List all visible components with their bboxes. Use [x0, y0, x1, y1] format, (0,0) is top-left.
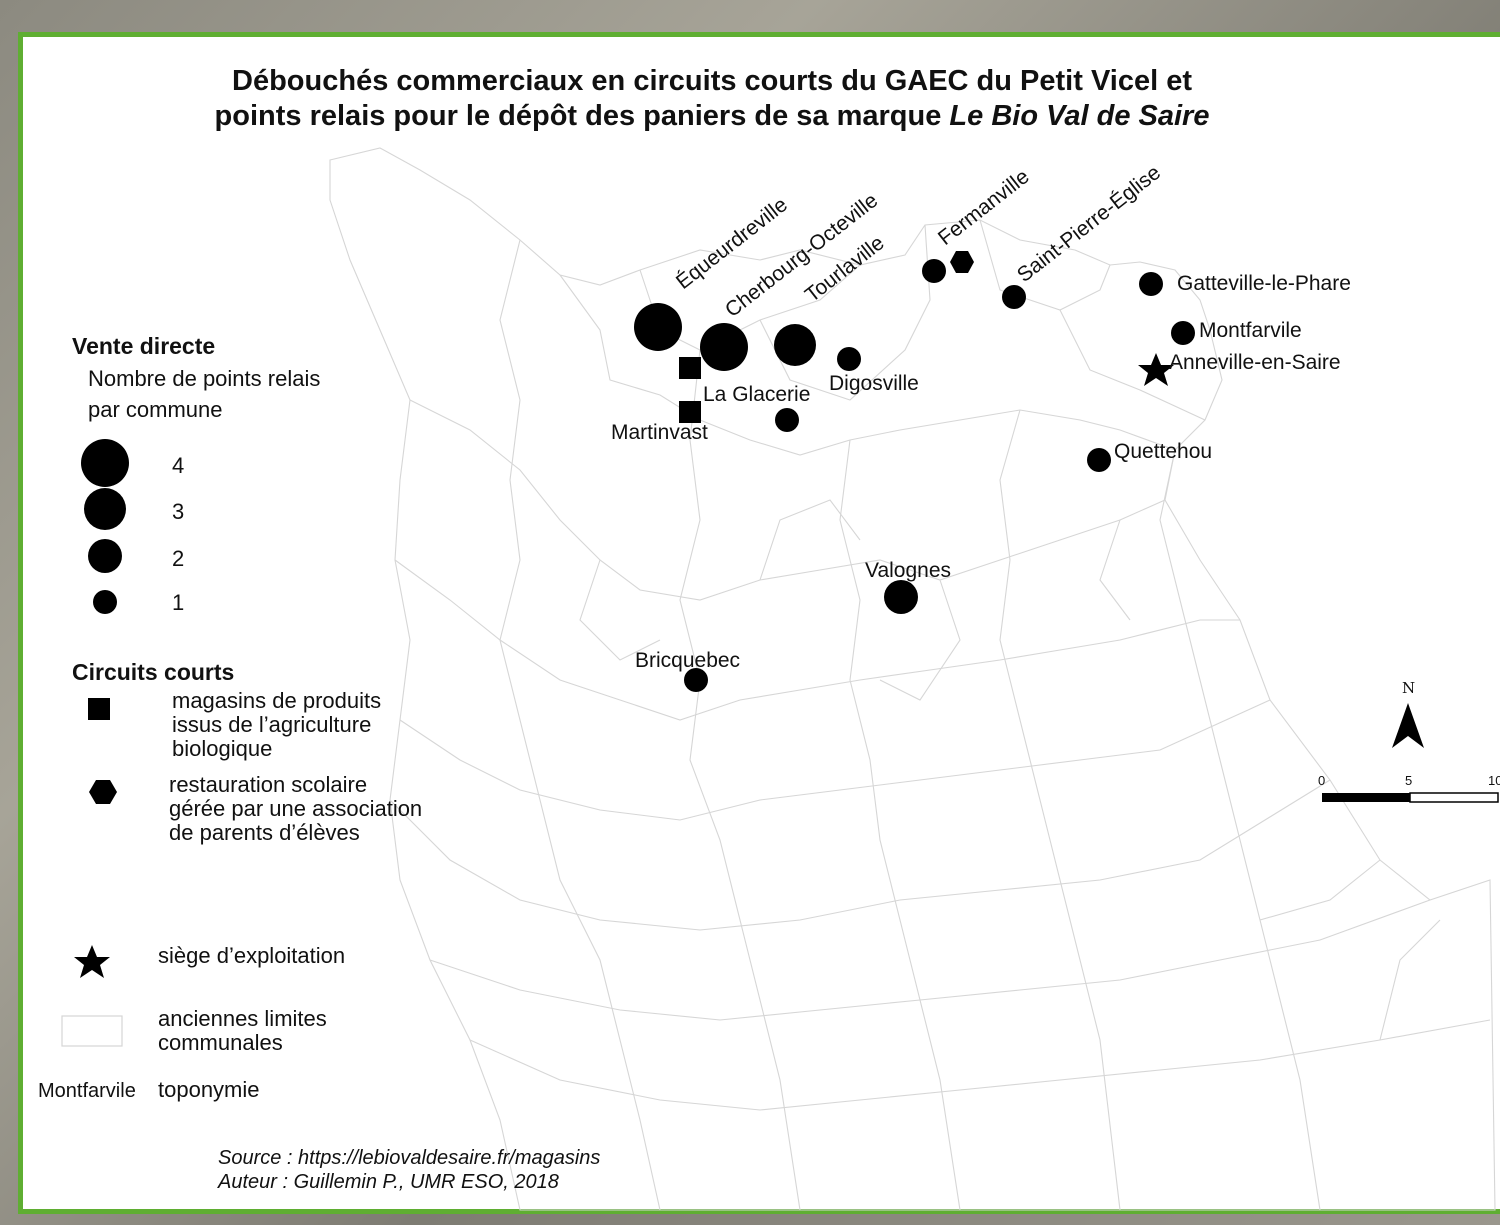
- marker-fermanville[interactable]: [922, 259, 946, 283]
- map-title-line2: points relais pour le dépôt des paniers …: [215, 100, 1210, 132]
- legend-circle-3: [84, 488, 126, 530]
- legend-star-icon: [74, 945, 110, 978]
- legend-square-icon: [88, 698, 110, 720]
- north-arrow-icon: [1392, 703, 1424, 748]
- legend-restauration-line2: gérée par une association: [169, 796, 422, 821]
- legend-magasins-line3: biologique: [172, 736, 272, 761]
- label-quettehou: Quettehou: [1114, 440, 1212, 463]
- marker-la-glacerie[interactable]: [775, 408, 799, 432]
- label-valognes: Valognes: [865, 559, 951, 582]
- marker-cherbourg-octeville[interactable]: [700, 323, 748, 371]
- author-line: Auteur : Guillemin P., UMR ESO, 2018: [217, 1171, 559, 1193]
- scale-label-0: 0: [1318, 773, 1325, 788]
- scale-bar-white: [1409, 792, 1499, 803]
- legend-toponymie-label: toponymie: [158, 1077, 260, 1102]
- map-title-line1: Débouchés commerciaux en circuits courts…: [232, 65, 1192, 97]
- legend-circle-2-label: 2: [172, 546, 184, 571]
- legend-circle-2: [88, 539, 122, 573]
- legend-boundary-swatch: [61, 1015, 123, 1047]
- legend-circle-1: [93, 590, 117, 614]
- marker-montfarvile[interactable]: [1171, 321, 1195, 345]
- legend-magasins-line2: issus de l’agriculture: [172, 712, 371, 737]
- scale-bar-black: [1322, 793, 1410, 802]
- legend-magasins-line1: magasins de produits: [172, 688, 381, 713]
- label-gatteville-le-phare: Gatteville-le-Phare: [1177, 272, 1351, 295]
- marker-fermanville-restauration[interactable]: [950, 251, 974, 273]
- communal-boundaries: [329, 147, 1496, 1211]
- scale-label-5: 5: [1405, 773, 1412, 788]
- marker-bricquebec[interactable]: [684, 668, 708, 692]
- label-anneville-en-saire: Anneville-en-Saire: [1169, 351, 1341, 374]
- legend-toponymie-example: Montfarvile: [38, 1080, 136, 1102]
- marker-equeurdreville[interactable]: [634, 303, 682, 351]
- legend-siege-label: siège d’exploitation: [158, 943, 345, 968]
- marker-gatteville-le-phare[interactable]: [1139, 272, 1163, 296]
- legend-limites-line1: anciennes limites: [158, 1006, 327, 1031]
- source-line: Source : https://lebiovaldesaire.fr/maga…: [218, 1147, 600, 1169]
- legend-vente-directe-heading: Vente directe: [72, 333, 215, 359]
- legend-vente-directe-sub1: Nombre de points relais: [88, 366, 320, 391]
- marker-saint-pierre-eglise[interactable]: [1002, 285, 1026, 309]
- scale-label-10: 10: [1488, 773, 1500, 788]
- label-fermanville: Fermanville: [934, 165, 1034, 250]
- legend-circle-4: [81, 439, 129, 487]
- marker-valognes[interactable]: [884, 580, 918, 614]
- legend-circle-3-label: 3: [172, 499, 184, 524]
- label-bricquebec: Bricquebec: [635, 649, 740, 672]
- legend-vente-directe-sub2: par commune: [88, 397, 223, 422]
- map-frame: [18, 32, 1500, 1214]
- legend-restauration-line3: de parents d’élèves: [169, 820, 360, 845]
- legend-circuits-courts-heading: Circuits courts: [72, 659, 234, 685]
- label-montfarvile: Montfarvile: [1199, 319, 1302, 342]
- marker-siege-exploitation[interactable]: [1138, 353, 1174, 386]
- legend-circle-1-label: 1: [172, 590, 184, 615]
- marker-digosville[interactable]: [837, 347, 861, 371]
- marker-magasin-martinvast[interactable]: [679, 401, 701, 423]
- legend-limites-line2: communales: [158, 1030, 283, 1055]
- map-title-brand: Le Bio Val de Saire: [949, 100, 1209, 132]
- north-label: N: [1402, 679, 1415, 697]
- marker-magasin-cherbourg[interactable]: [679, 357, 701, 379]
- label-digosville: Digosville: [829, 372, 919, 395]
- label-martinvast: Martinvast: [611, 421, 708, 444]
- label-saint-pierre-eglise: Saint-Pierre-Église: [1013, 161, 1165, 287]
- label-la-glacerie: La Glacerie: [703, 383, 810, 406]
- legend-circle-4-label: 4: [172, 453, 184, 478]
- map-symbols: [634, 251, 1195, 692]
- legend-hexagon-icon: [89, 780, 117, 804]
- marker-quettehou[interactable]: [1087, 448, 1111, 472]
- map-title-line2-text: points relais pour le dépôt des paniers …: [215, 100, 950, 132]
- marker-tourlaville[interactable]: [774, 324, 816, 366]
- legend-restauration-line1: restauration scolaire: [169, 772, 367, 797]
